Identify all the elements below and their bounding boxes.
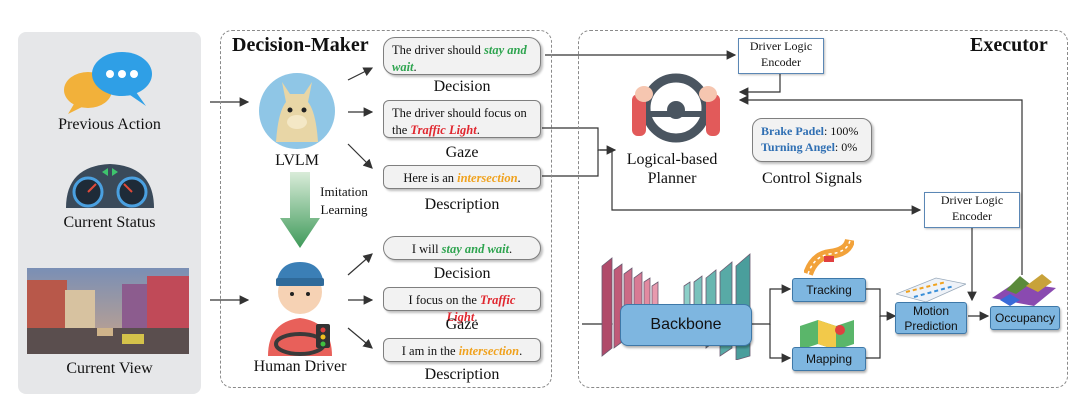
arrow-occupancy-to-planner <box>738 95 1023 275</box>
current-status-label: Current Status <box>63 214 156 231</box>
lvlm-gaze-bubble: The driver should focus on the Traffic L… <box>383 100 541 138</box>
planner-label: Logical-based Planner <box>626 151 718 188</box>
lvlm-description-label: Description <box>424 196 500 213</box>
arrow-lvlm-to-decision <box>347 67 374 81</box>
steering-wheel-icon <box>632 73 720 143</box>
street-view-image <box>27 268 189 354</box>
brake-pedal-key: Brake Padel <box>761 124 824 138</box>
arrow-encoder-to-planner <box>738 72 781 97</box>
human-driver-label: Human Driver <box>253 358 347 375</box>
arrow-backbone-to-tracking <box>752 284 792 325</box>
human-driver-icon <box>268 262 332 356</box>
arrow-lvlm-to-description <box>347 143 373 169</box>
lvlm-decision-label: Decision <box>433 78 491 95</box>
imitation-arrow-icon <box>280 172 320 248</box>
tracking-box: Tracking <box>792 278 866 302</box>
brake-pedal-value: : 100% <box>824 124 859 138</box>
lvlm-description-text: Here is an <box>403 171 458 185</box>
driver-logic-encoder-top: Driver Logic Encoder <box>738 38 824 74</box>
turning-angle-value: : 0% <box>834 140 858 155</box>
mapping-box: Mapping <box>792 347 866 371</box>
lvlm-decision-text: The driver should <box>392 43 484 57</box>
arrow-human-to-description <box>347 327 373 349</box>
lvlm-label: LVLM <box>275 152 319 169</box>
llama-icon <box>259 73 335 149</box>
chat-bubbles-icon <box>64 52 152 114</box>
backbone-box: Backbone <box>620 304 752 346</box>
arrow-tracking-to-motion <box>864 288 897 321</box>
occupancy-box: Occupancy <box>990 306 1060 330</box>
current-view-label: Current View <box>66 360 153 377</box>
human-gaze-bubble: I focus on the Traffic Light. <box>383 287 541 324</box>
decision-maker-title: Decision-Maker <box>232 34 369 56</box>
human-description-text: I am in the <box>401 344 459 358</box>
turning-angle-key: Turning Angel <box>761 140 835 155</box>
lvlm-description-bubble: Here is an intersection. <box>383 165 541 189</box>
tracking-road-icon <box>804 238 854 276</box>
lvlm-decision-bubble: The driver should stay and wait. <box>383 37 541 75</box>
motion-prediction-map-icon <box>896 277 966 303</box>
executor-panel <box>578 30 1068 388</box>
lvlm-gaze-label: Gaze <box>445 144 479 161</box>
driver-logic-encoder-mid: Driver Logic Encoder <box>924 192 1020 228</box>
control-signals-label: Control Signals <box>761 170 862 187</box>
dashboard-icon <box>66 164 154 208</box>
decision-maker-panel <box>220 30 552 388</box>
human-description-bubble: I am in the intersection. <box>383 338 541 362</box>
occupancy-icon <box>992 274 1056 306</box>
motion-prediction-box: Motion Prediction <box>895 302 967 334</box>
executor-title: Executor <box>970 34 1048 56</box>
arrow-human-to-decision <box>347 253 373 276</box>
mapping-icon <box>800 320 854 350</box>
human-gaze-text: I focus on the <box>408 293 481 307</box>
human-decision-text: I will <box>411 242 442 256</box>
previous-action-label: Previous Action <box>58 116 161 133</box>
human-gaze-label: Gaze <box>445 316 479 333</box>
control-signals-bubble: Brake Padel: 100% Turning Angel: 0% <box>752 118 872 162</box>
human-gaze-highlight: Traffic Light <box>446 293 516 324</box>
lvlm-gaze-highlight: Traffic Light <box>410 122 477 137</box>
human-decision-highlight: stay and wait <box>441 242 510 256</box>
lvlm-description-highlight: intersection <box>457 171 518 185</box>
human-description-label: Description <box>424 366 500 383</box>
human-description-highlight: intersection <box>458 344 520 358</box>
human-decision-bubble: I will stay and wait. <box>383 236 541 260</box>
arrow-to-encoder-mid <box>600 149 922 215</box>
imitation-learning-label: Imitation Learning <box>320 184 368 218</box>
lvlm-decision-highlight: stay and wait <box>392 43 527 74</box>
lvlm-gaze-text: The driver should focus on the <box>392 106 527 137</box>
human-decision-label: Decision <box>433 265 491 282</box>
